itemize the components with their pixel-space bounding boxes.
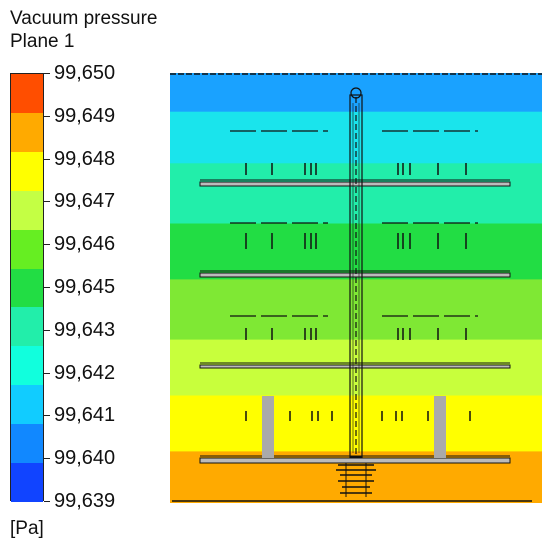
base-stack [336,463,376,497]
legend-tick-label: 99,641 [54,404,116,427]
legend-tick-label: 99,648 [54,147,116,170]
legend-unit: [Pa] [10,518,44,539]
legend-tick-mark [44,73,50,74]
legend-tick-label: 99,646 [54,233,116,256]
legend-color-band [11,424,43,464]
legend-color-band [11,463,43,503]
legend-color-band [11,346,43,386]
legend-tick-mark [44,115,50,117]
legend-tick-mark [44,201,50,203]
legend-color-band [11,112,43,153]
rod-platform-4 [199,455,511,464]
legend-tick-mark [44,415,50,417]
color-legend-bar [10,73,44,503]
legend-tick-label: 99,647 [54,190,116,213]
legend-tick-label: 99,650 [54,62,116,84]
legend-color-band [11,190,43,231]
legend-color-band [11,268,43,308]
legend-tick-label: 99,640 [54,447,116,470]
legend-tick-label: 99,639 [54,490,116,512]
legend-tick-mark [44,244,50,246]
rod-platform-3 [199,362,511,369]
rod-platform-2 [199,270,511,278]
legend-tick-mark [44,158,50,160]
legend-tick-mark [44,501,50,502]
support-post-right [434,396,446,458]
rod-platform-1 [199,179,511,187]
support-post-left [262,396,274,458]
legend-tick-mark [44,287,50,288]
legend-color-band [11,74,43,114]
legend-tick-mark [44,458,50,460]
legend-tick-label: 99,642 [54,361,116,384]
legend-tick-label: 99,643 [54,318,116,341]
contour-band [170,73,542,113]
legend-color-band [11,385,43,425]
legend-color-band [11,307,43,347]
legend-color-band [11,229,43,270]
legend-tick-mark [44,329,50,331]
legend-tick-label: 99,645 [54,276,116,298]
legend-tick-label: 99,649 [54,104,116,127]
central-mast [349,87,363,458]
pressure-contour-plot [170,73,542,503]
legend-subtitle: Plane 1 [10,31,75,52]
legend-tick-mark [44,372,50,374]
legend-title: Vacuum pressure [10,8,158,29]
legend-color-band [11,151,43,192]
